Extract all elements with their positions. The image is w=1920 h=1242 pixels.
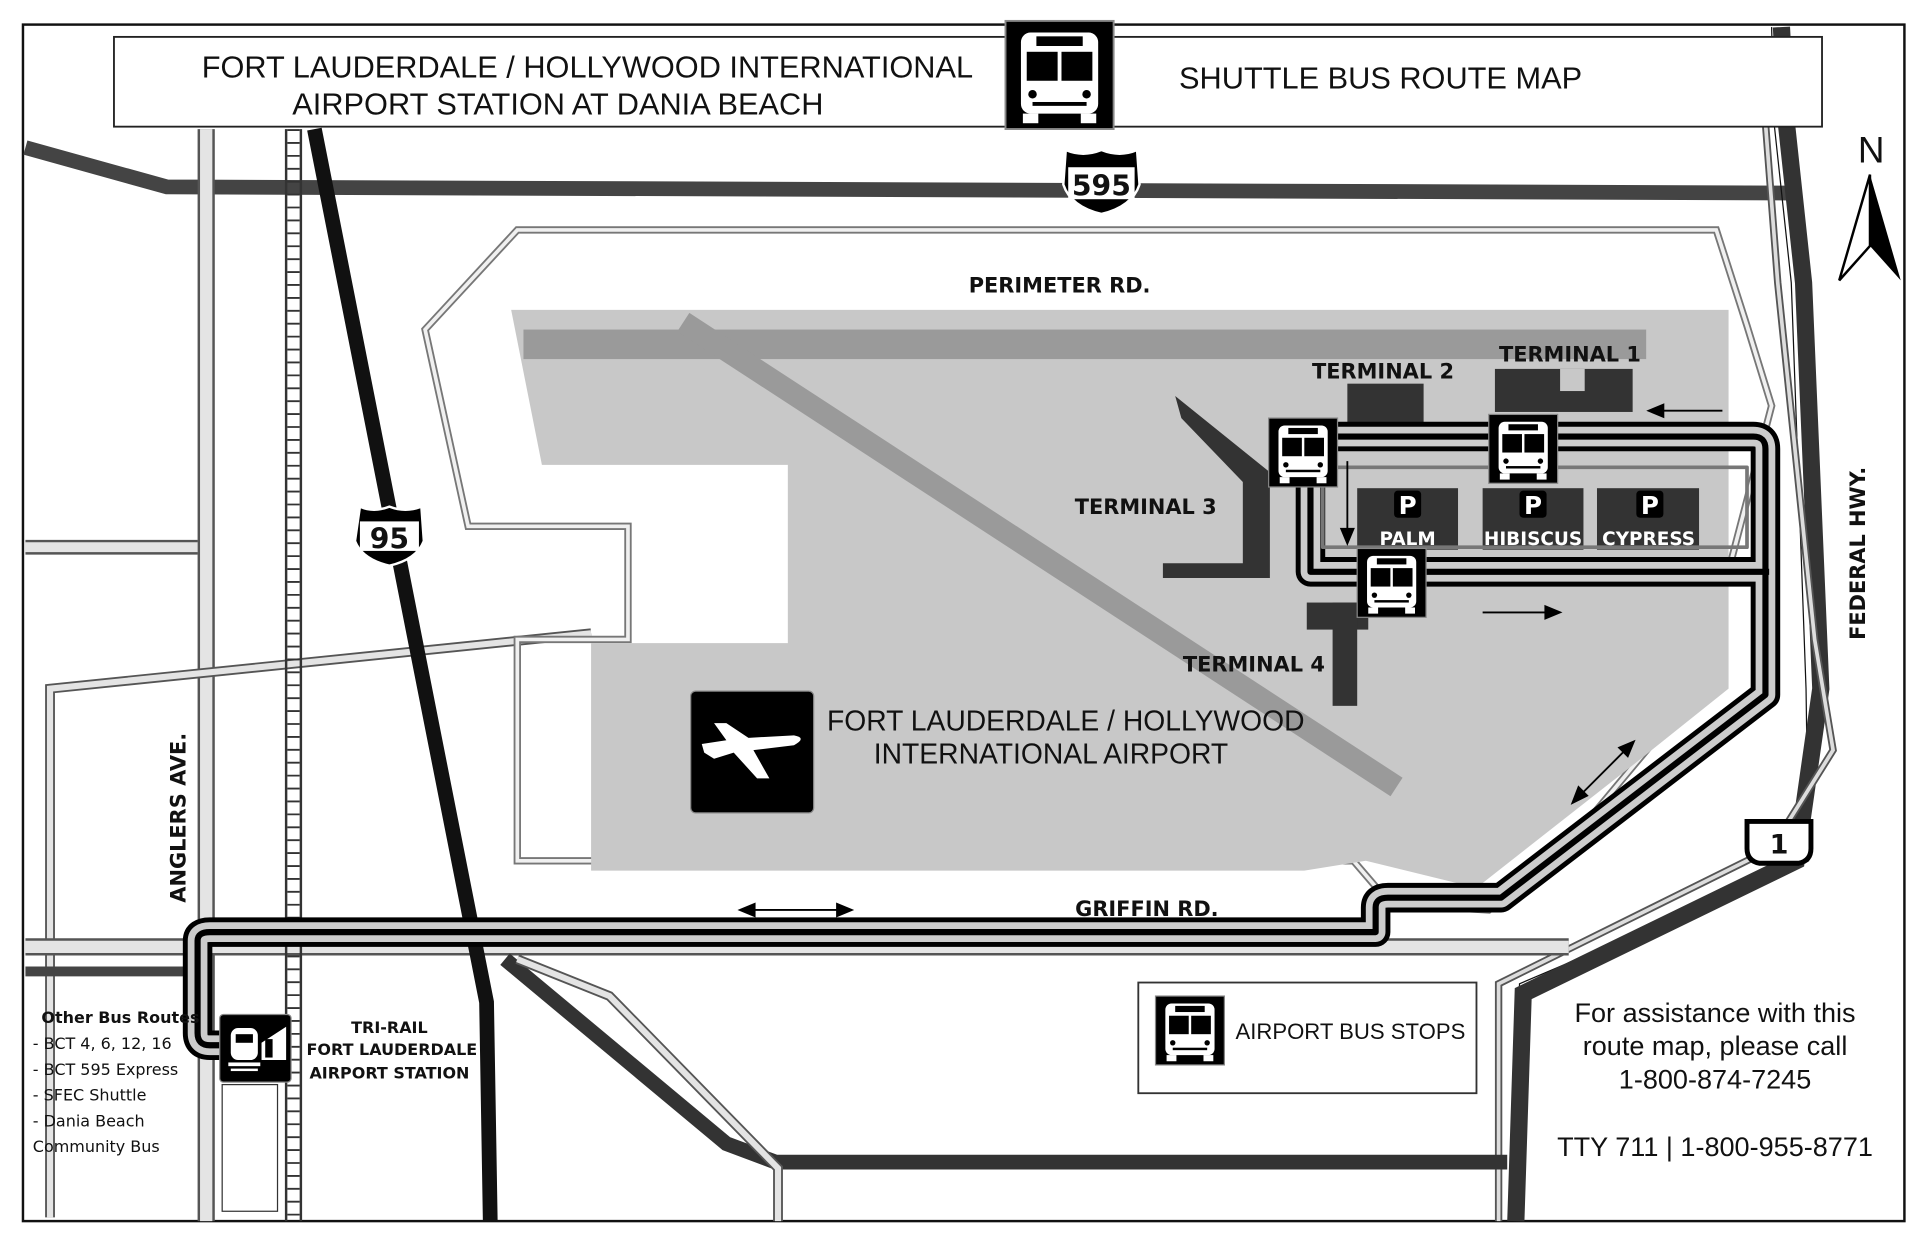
terminal-3-label: TERMINAL 3 bbox=[1075, 495, 1217, 519]
airport-name-line2: INTERNATIONAL AIRPORT bbox=[874, 738, 1228, 770]
assistance-line2: route map, please call bbox=[1583, 1031, 1848, 1061]
parking-icon: P bbox=[1524, 491, 1542, 520]
header-title-line1: FORT LAUDERDALE / HOLLYWOOD INTERNATIONA… bbox=[202, 49, 973, 84]
route-item: - Dania Beach bbox=[33, 1111, 145, 1130]
header-title-line2: AIRPORT STATION AT DANIA BEACH bbox=[292, 86, 823, 121]
assistance-line1: For assistance with this bbox=[1574, 998, 1855, 1028]
runway bbox=[677, 312, 1403, 797]
route-item: Community Bus bbox=[33, 1137, 160, 1156]
other-bus-routes: Other Bus Routes - BCT 4, 6, 12, 16 - BC… bbox=[33, 1008, 200, 1156]
terminal-2-label: TERMINAL 2 bbox=[1312, 360, 1454, 384]
bus-stop-icon[interactable] bbox=[1268, 417, 1339, 488]
route-item: - SFEC Shuttle bbox=[33, 1086, 147, 1105]
i95-shield-icon: 95 bbox=[353, 504, 426, 567]
station-platform bbox=[221, 1083, 279, 1212]
route-item: - BCT 4, 6, 12, 16 bbox=[33, 1034, 172, 1053]
airport-icon bbox=[690, 690, 815, 814]
parking-icon: P bbox=[1399, 491, 1417, 520]
federal-hwy-label: FEDERAL HWY. bbox=[1846, 467, 1870, 640]
us1-shield-icon: 1 bbox=[1744, 818, 1814, 866]
perimeter-rd-label: PERIMETER RD. bbox=[969, 274, 1151, 298]
parking-icon: P bbox=[1641, 491, 1659, 520]
i595-shield-label: 595 bbox=[1072, 170, 1131, 203]
header-subtitle: SHUTTLE BUS ROUTE MAP bbox=[1179, 61, 1582, 96]
station-name-line1: TRI-RAIL bbox=[351, 1018, 428, 1037]
terminal-1-label: TERMINAL 1 bbox=[1499, 343, 1641, 367]
garage-palm-label: PALM bbox=[1380, 529, 1436, 550]
station-name-line2: FORT LAUDERDALE bbox=[307, 1040, 478, 1059]
legend-label: AIRPORT BUS STOPS bbox=[1235, 1019, 1465, 1044]
trirail-station-icon[interactable] bbox=[219, 1013, 292, 1083]
north-label: N bbox=[1858, 129, 1885, 170]
us1-shield-label: 1 bbox=[1770, 829, 1789, 860]
direction-arrows bbox=[737, 403, 1723, 918]
bus-stop-icon[interactable] bbox=[1356, 547, 1427, 618]
garage-cypress-label: CYPRESS bbox=[1602, 529, 1695, 550]
bus-stop-icon bbox=[1154, 995, 1226, 1066]
assistance-info: For assistance with this route map, plea… bbox=[1557, 998, 1873, 1162]
header: FORT LAUDERDALE / HOLLYWOOD INTERNATIONA… bbox=[113, 19, 1823, 130]
shuttle-bus-icon bbox=[1004, 19, 1115, 130]
assistance-phone[interactable]: 1-800-874-7245 bbox=[1619, 1064, 1812, 1094]
station-name-line3: AIRPORT STATION bbox=[309, 1063, 469, 1082]
assistance-tty[interactable]: TTY 711 | 1-800-955-8771 bbox=[1557, 1132, 1873, 1162]
airport-name-line1: FORT LAUDERDALE / HOLLYWOOD bbox=[827, 704, 1304, 736]
parking-garages: P P P PALM HIBISCUS CYPRESS bbox=[1380, 490, 1695, 550]
route-item: - BCT 595 Express bbox=[33, 1060, 178, 1079]
i95-shield-label: 95 bbox=[370, 522, 409, 555]
griffin-rd-label: GRIFFIN RD. bbox=[1075, 897, 1218, 921]
anglers-ave-label: ANGLERS AVE. bbox=[166, 733, 190, 903]
legend: AIRPORT BUS STOPS bbox=[1137, 981, 1478, 1095]
terminal-4-label: TERMINAL 4 bbox=[1183, 652, 1325, 676]
garage-hibiscus-label: HIBISCUS bbox=[1484, 529, 1582, 550]
bus-stop-icon[interactable] bbox=[1488, 413, 1559, 484]
i595-shield-icon: 595 bbox=[1062, 148, 1141, 216]
other-routes-title: Other Bus Routes bbox=[41, 1008, 199, 1027]
